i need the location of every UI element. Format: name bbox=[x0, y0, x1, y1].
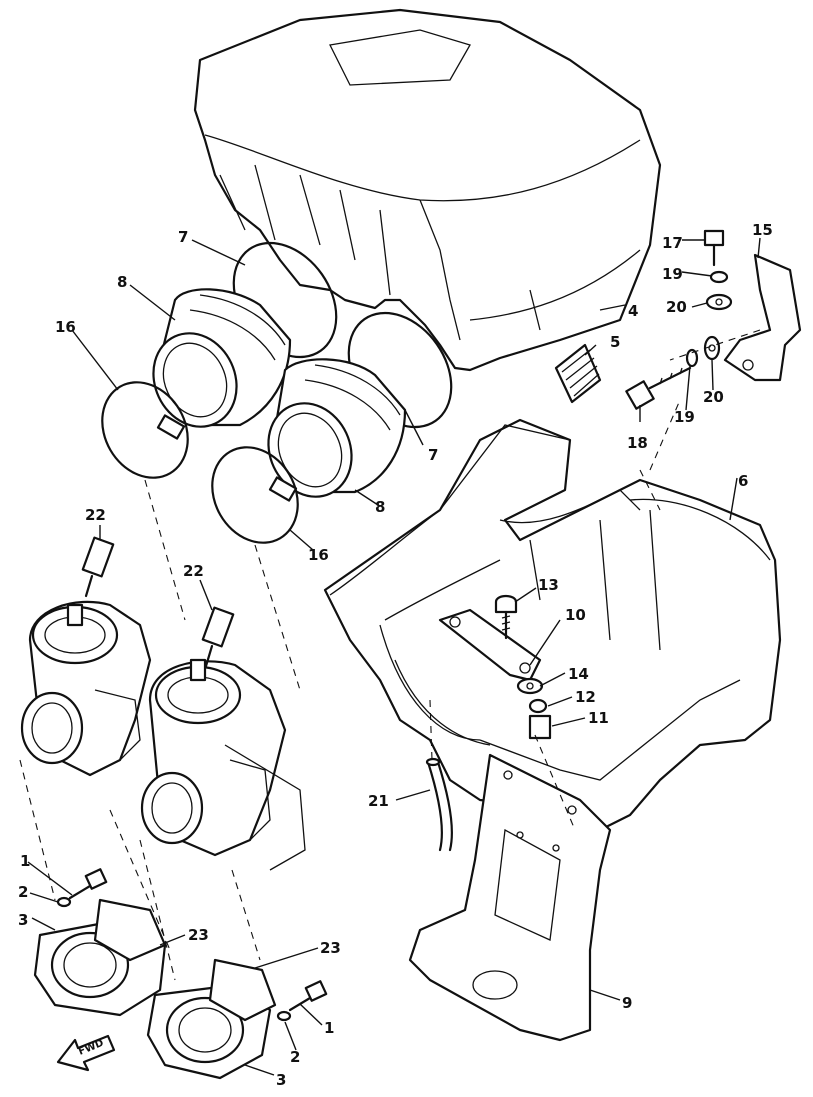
washer-2-right bbox=[276, 1010, 292, 1022]
callout-1: 1 bbox=[324, 1019, 334, 1037]
callout-16: 16 bbox=[308, 546, 329, 564]
callout-20: 20 bbox=[703, 388, 724, 406]
callout-19: 19 bbox=[662, 265, 683, 283]
air-filter-element bbox=[554, 343, 602, 404]
air-cleaner-cover bbox=[193, 8, 662, 372]
callout-11: 11 bbox=[588, 709, 609, 727]
grommet-12 bbox=[528, 698, 548, 714]
callout-22: 22 bbox=[183, 562, 204, 580]
screw-1-left bbox=[68, 868, 108, 900]
callout-2: 2 bbox=[18, 883, 28, 901]
callout-15: 15 bbox=[752, 221, 773, 239]
setting-plate bbox=[438, 608, 542, 682]
carburetor-left bbox=[20, 600, 152, 777]
callout-14: 14 bbox=[568, 665, 589, 683]
callout-1: 1 bbox=[20, 852, 30, 870]
callout-3: 3 bbox=[18, 911, 28, 929]
drain-hose bbox=[425, 757, 453, 852]
callout-12: 12 bbox=[575, 688, 596, 706]
case-bracket bbox=[408, 753, 612, 1042]
callout-8: 8 bbox=[375, 498, 385, 516]
washer-19-side bbox=[685, 348, 699, 368]
callout-18: 18 bbox=[627, 434, 648, 452]
screw-13 bbox=[494, 594, 518, 640]
mounting-bracket bbox=[723, 253, 802, 382]
callout-13: 13 bbox=[538, 576, 559, 594]
callout-3: 3 bbox=[276, 1071, 286, 1089]
washer-19-top bbox=[709, 270, 729, 284]
callout-17: 17 bbox=[662, 234, 683, 252]
collar-11 bbox=[528, 714, 552, 740]
callout-7: 7 bbox=[428, 446, 438, 464]
callout-4: 4 bbox=[628, 302, 638, 320]
callout-6: 6 bbox=[738, 472, 748, 490]
assembly-lines bbox=[19, 329, 761, 981]
forward-arrow-icon: FWD bbox=[56, 1034, 116, 1072]
carburetor-joint-right bbox=[146, 958, 277, 1080]
cap-22-left bbox=[81, 536, 115, 598]
callout-10: 10 bbox=[565, 606, 586, 624]
carburetor-joint-left bbox=[33, 898, 167, 1017]
cap-22-right bbox=[201, 606, 235, 668]
screw-1-right bbox=[288, 980, 328, 1012]
air-cleaner-case bbox=[323, 418, 782, 832]
carburetor-right bbox=[140, 658, 306, 871]
callout-5: 5 bbox=[610, 333, 620, 351]
hose-clamp-lower bbox=[211, 446, 299, 544]
callout-9: 9 bbox=[622, 994, 632, 1012]
callout-16: 16 bbox=[55, 318, 76, 336]
bolt-18 bbox=[625, 366, 692, 410]
callout-20: 20 bbox=[666, 298, 687, 316]
callout-23: 23 bbox=[188, 926, 209, 944]
callout-labels: 1 1 2 2 3 3 4 5 6 7 7 8 8 9 10 11 12 13 … bbox=[18, 221, 773, 1089]
bolt-17 bbox=[703, 229, 725, 267]
hose-clamp-upper bbox=[101, 381, 189, 479]
washer-20-top bbox=[705, 293, 733, 311]
intake-joint-upper bbox=[152, 288, 292, 428]
leader-lines bbox=[27, 237, 761, 1076]
callout-7: 7 bbox=[178, 228, 188, 246]
callout-23: 23 bbox=[320, 939, 341, 957]
callout-22: 22 bbox=[85, 506, 106, 524]
washer-2-left bbox=[56, 896, 72, 908]
callout-8: 8 bbox=[117, 273, 127, 291]
callout-21: 21 bbox=[368, 792, 389, 810]
washer-14 bbox=[516, 677, 544, 695]
callout-19: 19 bbox=[674, 408, 695, 426]
callout-2: 2 bbox=[290, 1048, 300, 1066]
